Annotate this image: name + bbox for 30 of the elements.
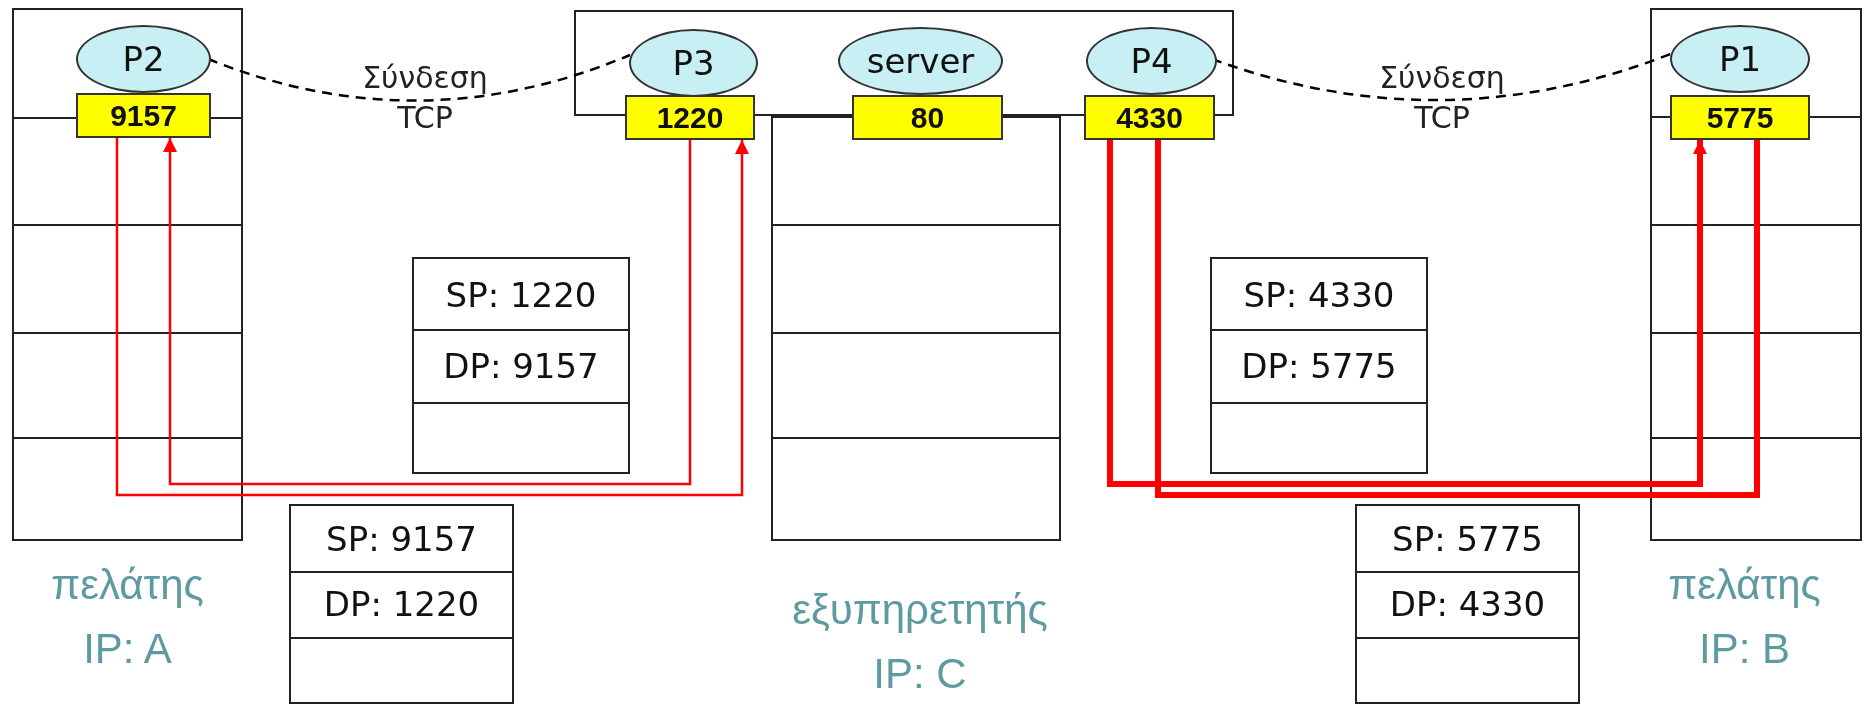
port-field: DP: 5775 [1241, 341, 1397, 392]
port-number: 1220 [625, 95, 755, 140]
port-field: DP: 1220 [323, 579, 480, 631]
arrow [115, 138, 749, 497]
port-number: 5775 [1670, 95, 1810, 140]
port-field: DP: 9157 [443, 341, 599, 392]
port-field: SP: 1220 [445, 269, 597, 321]
port-field: SP: 4330 [1243, 269, 1395, 321]
port-field: SP: 9157 [326, 513, 477, 565]
arrow [163, 138, 692, 486]
process-ellipse: server [838, 27, 1003, 95]
host-label: εξυπηρετητής IP: C [791, 585, 1049, 699]
process-ellipse: P2 [76, 25, 211, 93]
host-label: πελάτης IP: A [50, 560, 205, 674]
host-label: πελάτης IP: B [1667, 560, 1822, 674]
segment-header [412, 257, 630, 474]
port-field: DP: 4330 [1389, 579, 1546, 631]
segment-header [1210, 257, 1428, 474]
arrow [1107, 140, 1707, 487]
process-ellipse: P1 [1670, 25, 1810, 93]
port-number: 9157 [76, 93, 211, 138]
process-ellipse: P3 [629, 29, 758, 97]
segment-header [1355, 504, 1580, 704]
port-number: 80 [852, 95, 1003, 140]
edge-label: Σύνδεση TCP [361, 59, 489, 137]
segment-header [289, 504, 514, 704]
port-number: 4330 [1084, 95, 1215, 140]
process-ellipse: P4 [1086, 27, 1217, 95]
edge-label: Σύνδεση TCP [1378, 59, 1506, 137]
port-field: SP: 5775 [1392, 513, 1543, 565]
